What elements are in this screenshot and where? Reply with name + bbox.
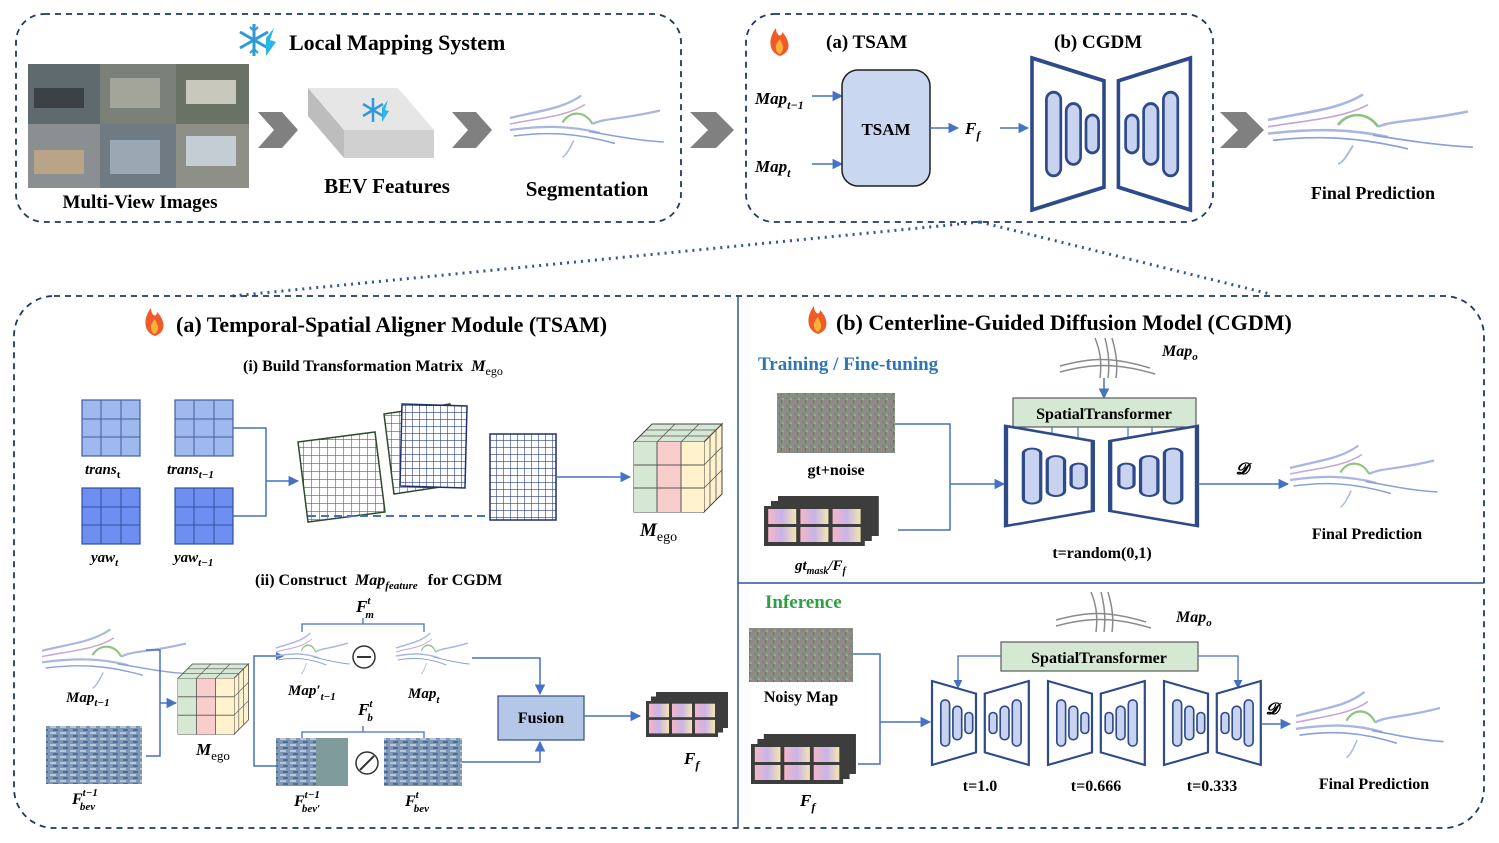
segmentation-map (508, 94, 665, 159)
tsam-title: (a) Temporal-Spatial Aligner Module (TSA… (176, 312, 607, 337)
grid-matrix-icon (81, 399, 141, 457)
ff-output-label: Ff (683, 749, 700, 772)
fire-icon (145, 308, 164, 336)
cube-icon (633, 423, 723, 513)
detail-frame (13, 295, 1485, 829)
snowflake-icon (239, 24, 276, 56)
multi-view-images (28, 64, 249, 188)
final-prediction-top-label: Final Prediction (1311, 183, 1435, 203)
t2-label: t=0.666 (1071, 778, 1121, 795)
final-prediction-inference-label: Final Prediction (1319, 776, 1429, 793)
yaw-prev-label: yawt−1 (172, 550, 213, 569)
cgdm-top-title: (b) CGDM (1054, 32, 1142, 53)
unet-icon (1046, 679, 1146, 767)
t1-label: t=1.0 (963, 778, 997, 795)
unet-icon (1162, 679, 1262, 767)
bev-features-slab (308, 88, 434, 158)
spatial-transformer-train-label: SpatialTransformer (1036, 406, 1172, 423)
spatial-transformer-train (1012, 397, 1197, 428)
fbev-prev-image (46, 726, 142, 784)
map-o-label: Mapo (1161, 343, 1198, 363)
spatial-transformer-inference (1000, 641, 1199, 672)
unet-icon (1006, 426, 1197, 526)
final-prediction-inference-map (1294, 690, 1445, 759)
chevron-arrow-icon (452, 112, 492, 148)
cube-icon (177, 663, 249, 735)
chevron-arrow-icon (258, 112, 298, 148)
inference-label: Inference (765, 592, 842, 613)
gt-noise-label: gt+noise (807, 462, 864, 479)
grid-matrix-icon (174, 487, 234, 545)
map-o-inference-label: Mapo (1175, 609, 1212, 629)
map-aligned-label: Map′t−1 (287, 683, 336, 703)
final-prediction-train-label: Final Prediction (1312, 526, 1422, 543)
unet-icon (930, 679, 1030, 767)
ff-inference-label: Ff (799, 791, 816, 814)
ff-top-label: Ff (964, 119, 981, 142)
unet-icon (1030, 56, 1193, 212)
chevron-arrow-icon (690, 112, 734, 148)
centerline-map (1059, 337, 1156, 379)
fire-icon (770, 28, 789, 56)
grid-matrix-icon (81, 487, 141, 545)
bev-features-label: BEV Features (324, 174, 450, 198)
mego-small-label: Mego (195, 740, 230, 763)
map-prev-input-label: Mapt−1 (65, 690, 110, 709)
map-current (395, 632, 471, 675)
trans-prev-label: transt−1 (167, 462, 214, 481)
tsam-block-label: TSAM (861, 120, 910, 139)
tsam-top-title: (a) TSAM (826, 32, 908, 53)
decoder-label-inference: 𝓓 (1266, 701, 1282, 718)
fbev-aligned-image (276, 738, 316, 786)
noisy-map-label: Noisy Map (764, 689, 838, 706)
feature-stack-icon (751, 734, 856, 784)
chevron-arrow-icon (1220, 112, 1264, 148)
gt-noise-image (777, 393, 895, 453)
centerline-map (1055, 591, 1152, 633)
cgdm-title: (b) Centerline-Guided Diffusion Model (C… (836, 310, 1292, 335)
fbev-current-image (384, 738, 462, 786)
map-prev-input (40, 628, 191, 690)
final-prediction-map (1266, 93, 1475, 166)
mego-label: Mego (639, 520, 677, 545)
map-current-label: Mapt (407, 686, 440, 706)
tsam-cgdm-frame (745, 13, 1214, 223)
map-aligned (275, 632, 351, 675)
final-prediction-train-map (1288, 444, 1439, 509)
zoom-connector-right (979, 220, 1271, 296)
grid-matrix-icon (174, 399, 234, 457)
feature-stack-icon (764, 496, 879, 546)
map-t-label: Mapt (754, 157, 791, 180)
decoder-label-train: 𝓓 (1236, 461, 1252, 478)
fm-brace (301, 618, 425, 632)
fusion-label: Fusion (518, 710, 564, 727)
gt-mask-label: gtmask/Ff (794, 558, 848, 577)
fire-icon (808, 306, 827, 334)
t3-label: t=0.333 (1187, 778, 1237, 795)
zoom-connector-left (231, 220, 981, 298)
t-random-label: t=random(0,1) (1052, 545, 1151, 562)
multi-view-label: Multi-View Images (63, 192, 218, 213)
fusion-block (497, 695, 585, 741)
yaw-t-label: yawt (89, 550, 119, 569)
map-prev-label: Mapt−1 (754, 89, 804, 112)
trans-t-label: transt (85, 462, 121, 481)
spatial-transformer-inference-label: SpatialTransformer (1031, 650, 1167, 667)
local-mapping-frame (15, 13, 682, 223)
lms-title: Local Mapping System (289, 30, 505, 55)
segmentation-label: Segmentation (526, 177, 649, 201)
snowflake-icon (362, 98, 389, 122)
training-label: Training / Fine-tuning (758, 354, 939, 375)
noisy-map-image (749, 628, 853, 682)
grid-transform-illustration (297, 403, 557, 523)
feature-stack-icon (646, 692, 728, 737)
